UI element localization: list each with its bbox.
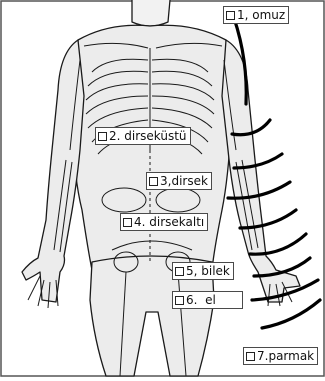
label-dirsekustu[interactable]: 2. dirseküstü [95, 127, 191, 145]
checkbox-icon[interactable] [246, 352, 255, 361]
label-omuz[interactable]: 1, omuz [223, 6, 289, 24]
checkbox-icon[interactable] [175, 296, 184, 305]
checkbox-icon[interactable] [175, 267, 184, 276]
checkbox-icon[interactable] [226, 11, 235, 20]
label-el[interactable]: 6. el [172, 291, 243, 309]
checkbox-icon[interactable] [123, 218, 132, 227]
label-dirsekalti[interactable]: 4. dirsekaltı [120, 213, 208, 231]
label-bilek[interactable]: 5, bilek [172, 262, 234, 280]
label-parmak[interactable]: 7.parmak [243, 347, 318, 365]
checkbox-icon[interactable] [98, 132, 107, 141]
label-dirsek[interactable]: 3,dirsek [146, 172, 212, 190]
checkbox-icon[interactable] [149, 177, 158, 186]
